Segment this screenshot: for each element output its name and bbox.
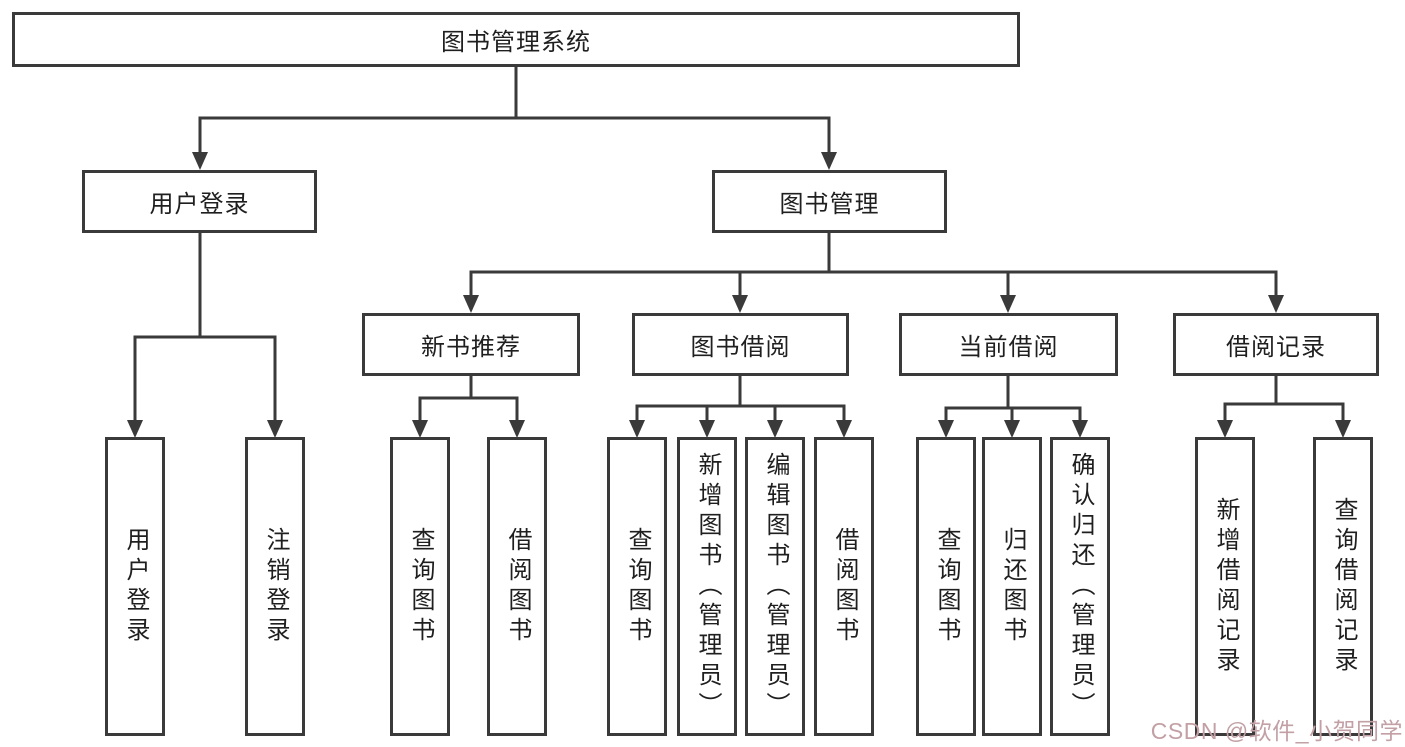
leaf-bookborrow-query-books: 查询图书 <box>607 437 667 736</box>
node-label: 新增图书（管理员） <box>694 451 721 722</box>
leaf-records-query-borrow-record: 查询借阅记录 <box>1313 437 1373 736</box>
connector-current-borrow-branch <box>938 376 1088 438</box>
leaf-current-confirm-return-admin: 确认归还（管理员） <box>1050 437 1110 736</box>
connector-book-management-branch <box>463 233 1284 313</box>
node-label: 查询图书 <box>933 526 960 647</box>
leaf-bookborrow-edit-book-admin: 编辑图书（管理员） <box>745 437 805 736</box>
leaf-bookborrow-add-book-admin: 新增图书（管理员） <box>677 437 737 736</box>
node-label: 借阅记录 <box>1226 334 1326 361</box>
connector-book-borrow-branch <box>629 376 852 438</box>
node-label: 查询借阅记录 <box>1330 496 1357 677</box>
node-current-borrow: 当前借阅 <box>899 313 1118 376</box>
leaf-current-return-book: 归还图书 <box>982 437 1042 736</box>
node-book-management: 图书管理 <box>712 170 947 233</box>
node-borrow-records: 借阅记录 <box>1173 313 1379 376</box>
node-root-library-system: 图书管理系统 <box>12 12 1020 67</box>
node-user-login: 用户登录 <box>82 170 317 233</box>
node-label: 当前借阅 <box>958 334 1059 361</box>
node-label: 图书管理 <box>779 191 880 218</box>
node-label: 查询图书 <box>624 526 651 647</box>
node-label: 图书借阅 <box>690 334 791 361</box>
node-label: 用户登录 <box>149 191 250 218</box>
node-label: 图书管理系统 <box>441 29 591 56</box>
leaf-newbook-borrow-books: 借阅图书 <box>487 437 547 736</box>
leaf-user-login: 用户登录 <box>105 437 165 736</box>
node-label: 编辑图书（管理员） <box>762 451 789 722</box>
node-label: 借阅图书 <box>831 526 858 647</box>
node-label: 新增借阅记录 <box>1212 496 1239 677</box>
node-label: 借阅图书 <box>504 526 531 647</box>
node-label: 注销登录 <box>262 526 289 647</box>
node-book-borrow: 图书借阅 <box>632 313 849 376</box>
node-new-book-recommend: 新书推荐 <box>362 313 580 376</box>
node-label: 查询图书 <box>407 526 434 647</box>
csdn-watermark: CSDN @软件_小贺同学 <box>1150 718 1403 744</box>
node-label: 归还图书 <box>999 526 1026 647</box>
connector-root-to-level2 <box>192 67 837 170</box>
connector-borrow-records-branch <box>1217 376 1351 438</box>
leaf-logout: 注销登录 <box>245 437 305 736</box>
connector-user-login-branch <box>127 233 283 438</box>
leaf-records-add-borrow-record: 新增借阅记录 <box>1195 437 1255 736</box>
leaf-newbook-query-books: 查询图书 <box>390 437 450 736</box>
leaf-bookborrow-borrow-books: 借阅图书 <box>814 437 874 736</box>
node-label: 新书推荐 <box>421 334 521 361</box>
leaf-current-query-books: 查询图书 <box>916 437 976 736</box>
node-label: 用户登录 <box>122 526 149 647</box>
connector-new-book-branch <box>412 376 525 438</box>
node-label: 确认归还（管理员） <box>1067 451 1094 722</box>
